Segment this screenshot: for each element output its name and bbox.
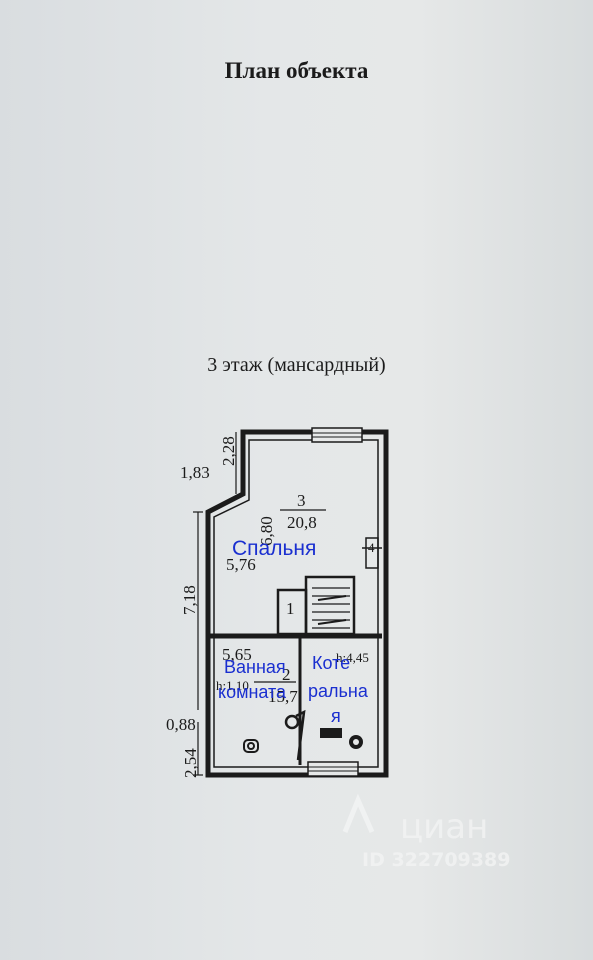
label-boiler-line2: ральна (308, 681, 369, 701)
dim-top-left: 1,83 (180, 463, 210, 482)
label-bathroom-line2: комната (218, 682, 287, 702)
room2-area: 15,7 (268, 687, 298, 706)
room3-height: 6,80 (257, 516, 276, 546)
watermark: циан ID 322709389 (342, 793, 510, 871)
room1-number: 1 (286, 599, 295, 618)
room3-number: 3 (297, 491, 306, 510)
dim-left-side: 7,18 (180, 585, 199, 615)
room2-number: 2 (282, 665, 291, 684)
room3-area: 20,8 (287, 513, 317, 532)
label-boiler-line1: Коте (312, 653, 350, 673)
room2-height-note: h:1,10 (216, 678, 249, 693)
dim-bottom-left-upper: 0,88 (166, 715, 196, 734)
room2-width: 5,65 (222, 645, 252, 664)
label-bathroom-line1: Ванная (224, 657, 286, 677)
room4-number: 4 (368, 540, 375, 555)
window-top (311, 427, 363, 443)
shower-fixture (284, 709, 306, 761)
stair (312, 587, 350, 629)
dim-bottom-left-lower: 2,54 (181, 748, 200, 778)
watermark-logo-icon (342, 793, 375, 834)
watermark-logo: циан (400, 807, 488, 847)
label-boiler-line3: я (331, 706, 341, 726)
floor-title: 3 этаж (мансардный) (207, 354, 386, 376)
dim-top-vertical: 2,28 (219, 436, 238, 466)
label-bedroom: Спальня (232, 537, 316, 560)
right-height-note: h:4,45 (336, 650, 369, 665)
dimension-lines (193, 432, 326, 776)
page-title: План объекта (224, 58, 369, 83)
outer-walls (205, 429, 389, 778)
window-bottom (307, 761, 359, 777)
watermark-id: ID 322709389 (362, 849, 510, 871)
room3-width: 5,76 (226, 555, 256, 574)
boiler-fixture (320, 728, 363, 749)
toilet-fixture (243, 739, 259, 753)
